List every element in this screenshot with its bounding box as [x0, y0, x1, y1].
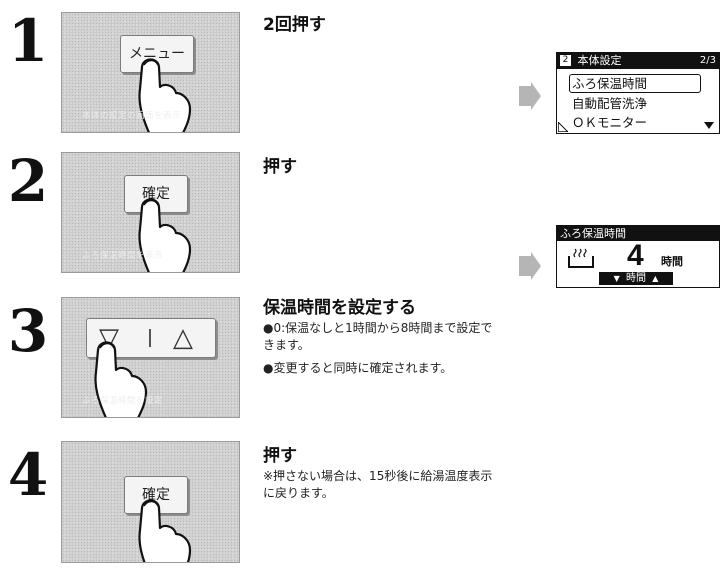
- step-number: 1: [7, 7, 49, 75]
- step-illustration: メニュー 本体の設定の画面を表示: [61, 12, 240, 133]
- decrease-icon[interactable]: ▼: [613, 274, 620, 283]
- step-note: ●変更すると同時に確定されます。: [263, 361, 453, 375]
- menu-item-label: ＯＫモニター: [572, 115, 648, 130]
- ghost-caption: ふろ保温時間を表示: [82, 251, 164, 261]
- finger-icon: [138, 198, 192, 272]
- lcd-header-title: ふろ保温時間: [560, 227, 626, 240]
- menu-item-label: ふろ保温時間: [572, 76, 648, 91]
- time-adjust-bar[interactable]: ▼ 時間 ▲: [599, 272, 673, 285]
- bath-icon: [568, 248, 594, 268]
- button-divider: [149, 329, 151, 347]
- step-title: 保温時間を設定する: [263, 298, 416, 318]
- confirm-button[interactable]: 確定: [124, 175, 188, 213]
- lcd-header: ふろ保温時間: [557, 226, 719, 241]
- lcd-screen-bath-keep-warm: ふろ保温時間 4 時間 ▼ 時間 ▲: [556, 225, 720, 288]
- step-title: 押す: [263, 157, 297, 177]
- ghost-caption: ふろ保温時間を設定: [82, 396, 164, 406]
- up-button[interactable]: △: [173, 323, 193, 353]
- arrow-right-icon: [519, 82, 541, 110]
- menu-item[interactable]: 自動配管洗浄: [572, 95, 647, 112]
- scroll-down-icon[interactable]: [704, 122, 714, 129]
- step-note: ●0:保温なしと1時間から8時間まで設定できます。: [263, 321, 493, 352]
- finger-icon: [94, 341, 148, 417]
- step-number: 2: [7, 147, 49, 215]
- lcd-header: 2 本体設定 2/3: [557, 53, 719, 69]
- lcd-screen-settings: 2 本体設定 2/3 ふろ保温時間 自動配管洗浄 ＯＫモニター: [556, 52, 720, 134]
- lcd-header-title: 本体設定: [577, 54, 622, 67]
- step-number: 4: [7, 441, 49, 509]
- step-illustration: ▽ △ ふろ保温時間を設定: [61, 297, 240, 418]
- step-note: ※押さない場合は、15秒後に給湯温度表示に戻ります。: [263, 469, 493, 500]
- page-indicator: 2/3: [699, 55, 716, 66]
- finger-icon: [138, 499, 192, 562]
- menu-item-label: 自動配管洗浄: [572, 96, 648, 111]
- menu-item-selected[interactable]: ふろ保温時間: [569, 74, 701, 93]
- step-title: 2回押す: [263, 15, 326, 35]
- tab-number-badge: 2: [560, 55, 571, 66]
- confirm-button-label: 確定: [142, 186, 170, 202]
- step-illustration: 確定: [61, 441, 240, 563]
- finger-icon: [138, 58, 192, 132]
- footer-label: 時間: [626, 273, 646, 284]
- corner-mark-icon: [558, 122, 568, 132]
- step-title: 押す: [263, 446, 297, 466]
- menu-button-label: メニュー: [129, 46, 185, 62]
- arrow-right-icon: [519, 252, 541, 280]
- ghost-caption: 本体の設定の画面を表示: [82, 111, 182, 121]
- step-number: 3: [7, 297, 49, 365]
- increase-icon[interactable]: ▲: [652, 274, 659, 283]
- menu-item[interactable]: ＯＫモニター: [572, 114, 647, 131]
- hours-value: 4: [627, 239, 644, 272]
- step-illustration: 確定 ふろ保温時間を表示: [61, 152, 240, 273]
- hours-unit: 時間: [661, 255, 683, 268]
- confirm-button-label: 確定: [142, 487, 170, 503]
